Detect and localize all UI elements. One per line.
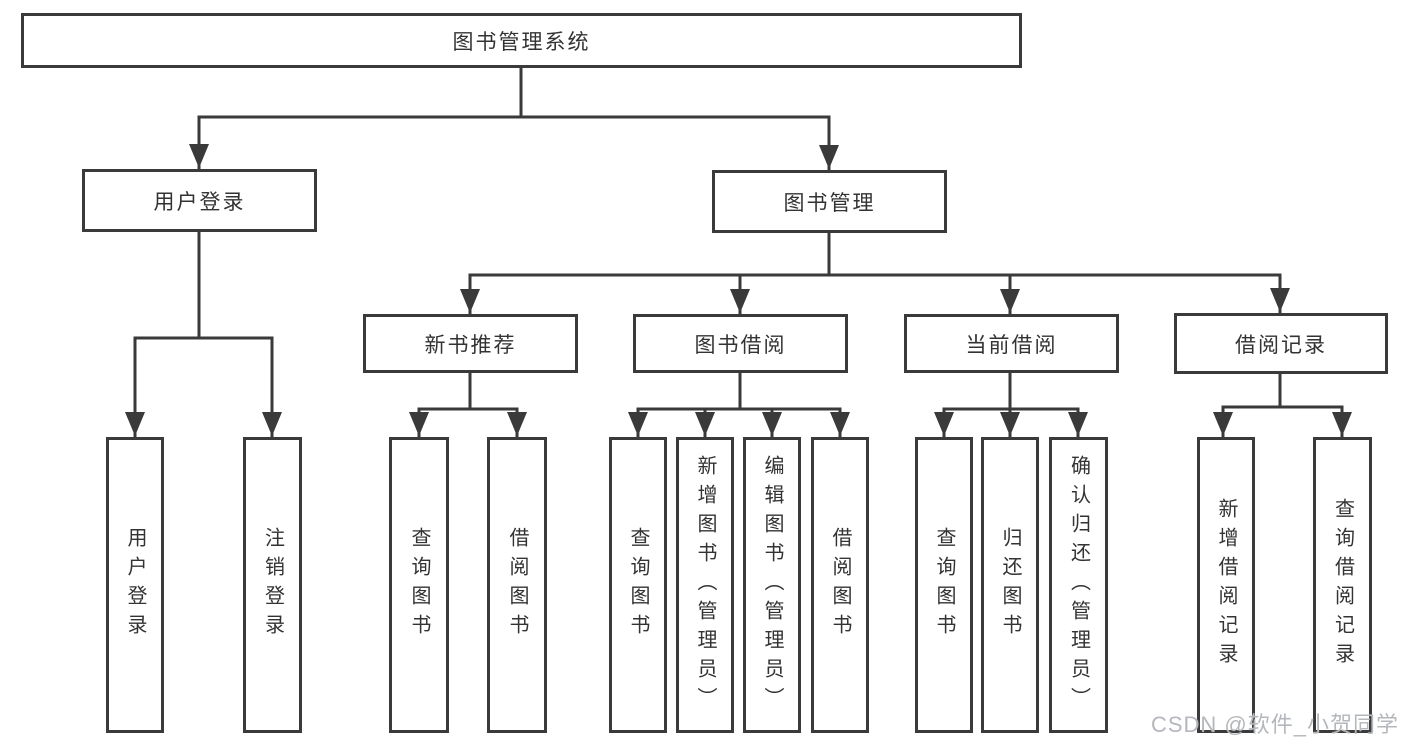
arrowhead (409, 412, 429, 436)
leaf-add-borrow-record: 新增借阅记录 (1197, 437, 1255, 733)
arrowhead (695, 412, 715, 436)
leaf-query-borrow-record: 查询借阅记录 (1313, 437, 1372, 733)
arrowhead (1332, 412, 1352, 436)
connector-user-login-branch (133, 232, 274, 437)
connector-book-borrowing-branch (636, 373, 842, 437)
connector-root-to-level2 (197, 68, 831, 170)
leaf-return-books: 归还图书 (981, 437, 1039, 733)
arrowhead (262, 412, 282, 436)
connector-new-book-branch (417, 373, 519, 437)
connector-book-mgmt-to-level3 (468, 233, 1282, 314)
arrowhead (1270, 288, 1290, 312)
leaf-add-books-admin: 新增图书（管理员） (676, 437, 734, 733)
node-borrowing-records: 借阅记录 (1174, 313, 1388, 374)
leaf-user-login: 用户登录 (106, 437, 164, 733)
node-new-book-recommend: 新书推荐 (363, 314, 578, 373)
leaf-query-books-recommend: 查询图书 (389, 437, 449, 733)
arrowhead (628, 412, 648, 436)
arrowhead (189, 144, 209, 168)
arrowhead (762, 412, 782, 436)
arrowhead (125, 412, 145, 436)
connector-borrowing-records-branch (1221, 373, 1344, 437)
leaf-borrow-books-borrowing: 借阅图书 (811, 437, 869, 733)
node-root: 图书管理系统 (21, 13, 1022, 68)
leaf-edit-books-admin: 编辑图书（管理员） (743, 437, 801, 733)
leaf-query-books-current: 查询图书 (915, 437, 973, 733)
leaf-logout: 注销登录 (243, 437, 302, 733)
arrowhead (1213, 412, 1233, 436)
leaf-borrow-books-recommend: 借阅图书 (487, 437, 547, 733)
leaf-query-books-borrowing: 查询图书 (609, 437, 667, 733)
arrowhead (819, 145, 839, 169)
arrowhead (1000, 412, 1020, 436)
arrowhead (1068, 412, 1088, 436)
arrowhead (507, 412, 527, 436)
leaf-confirm-return-admin: 确认归还（管理员） (1049, 437, 1108, 733)
node-user-login: 用户登录 (82, 169, 317, 232)
node-book-management: 图书管理 (712, 170, 947, 233)
node-book-borrowing: 图书借阅 (633, 314, 848, 373)
arrowhead (730, 289, 750, 313)
arrowhead (460, 289, 480, 313)
arrowhead (1000, 289, 1020, 313)
arrowhead (934, 412, 954, 436)
arrowhead (830, 412, 850, 436)
node-current-borrowing: 当前借阅 (904, 314, 1119, 373)
